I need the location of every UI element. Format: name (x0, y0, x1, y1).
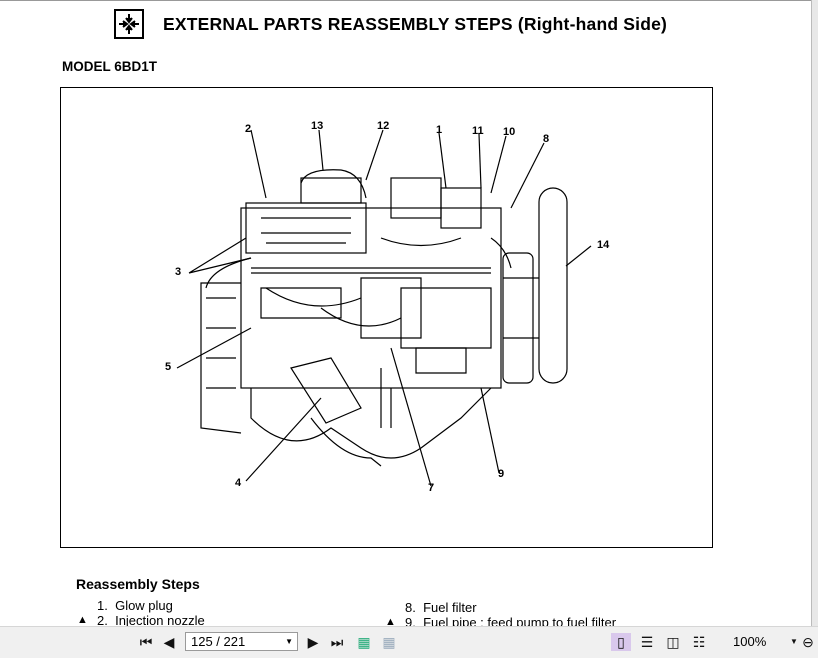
next-view-icon: ▦ (382, 634, 396, 650)
next-page-button[interactable]: ▶ (305, 633, 321, 651)
last-page-icon: ⏭ (330, 634, 344, 650)
document-page: EXTERNAL PARTS REASSEMBLY STEPS (Right-h… (0, 0, 812, 627)
step-item: 8. Fuel filter (405, 600, 477, 615)
two-page-continuous-view-button[interactable]: ☷ (689, 633, 709, 651)
reassembly-arrows-icon (114, 9, 144, 39)
next-page-icon: ▶ (307, 634, 319, 650)
callout-4: 4 (235, 477, 242, 489)
previous-page-icon: ◀ (163, 634, 175, 650)
zoom-out-icon: ⊖ (802, 634, 814, 650)
go-back-view-button[interactable]: ▦ (355, 633, 373, 651)
callout-5: 5 (165, 361, 172, 373)
single-page-view-button[interactable]: ▯ (611, 633, 631, 651)
callout-10: 10 (503, 126, 516, 138)
zoom-out-button[interactable]: ⊖ (800, 633, 816, 651)
model-label: MODEL 6BD1T (62, 59, 158, 74)
callout-7: 7 (428, 482, 435, 494)
last-page-button[interactable]: ⏭ (328, 633, 346, 651)
go-forward-view-button[interactable]: ▦ (380, 633, 398, 651)
callout-12: 12 (377, 120, 390, 132)
engine-diagram: 2 13 12 1 11 10 8 14 3 5 4 7 9 (60, 87, 713, 548)
callout-13: 13 (311, 120, 324, 132)
callout-11: 11 (472, 125, 484, 137)
single-page-icon: ▯ (617, 634, 625, 650)
steps-heading: Reassembly Steps (76, 576, 200, 592)
important-marker-icon: ▲ (77, 614, 88, 626)
zoom-dropdown[interactable]: ▼ (789, 633, 799, 651)
step-item: ▲ 2. Injection nozzle (77, 613, 205, 627)
callout-1: 1 (436, 124, 443, 136)
chevron-down-icon[interactable]: ▼ (285, 637, 293, 646)
callout-2: 2 (245, 123, 252, 135)
callout-9: 9 (498, 468, 505, 480)
first-page-icon: ⏮ (139, 634, 153, 650)
zoom-level[interactable]: 100% (733, 634, 767, 649)
previous-page-button[interactable]: ◀ (161, 633, 177, 651)
step-item: ▲ 9. Fuel pipe ; feed pump to fuel filte… (385, 615, 617, 627)
previous-view-icon: ▦ (357, 634, 371, 650)
continuous-page-icon: ☰ (640, 634, 654, 650)
callout-14: 14 (597, 239, 610, 251)
step-item: 1. Glow plug (97, 598, 173, 613)
two-page-icon: ◫ (666, 634, 680, 650)
two-page-continuous-icon: ☷ (692, 634, 706, 650)
callout-8: 8 (543, 133, 550, 145)
vertical-scrollbar[interactable] (811, 0, 818, 626)
pdf-toolbar: ⏮ ◀ 125 / 221 ▼ ▶ ⏭ ▦ ▦ ▯ ☰ ◫ ☷ 100% ▼ ⊖ (0, 626, 818, 658)
two-page-view-button[interactable]: ◫ (663, 633, 683, 651)
chevron-down-icon: ▼ (790, 637, 798, 646)
callout-3: 3 (175, 266, 182, 278)
page-number-input[interactable]: 125 / 221 ▼ (185, 632, 298, 651)
continuous-view-button[interactable]: ☰ (637, 633, 657, 651)
important-marker-icon: ▲ (385, 616, 396, 627)
page-title: EXTERNAL PARTS REASSEMBLY STEPS (Right-h… (163, 14, 668, 34)
first-page-button[interactable]: ⏮ (137, 633, 155, 651)
